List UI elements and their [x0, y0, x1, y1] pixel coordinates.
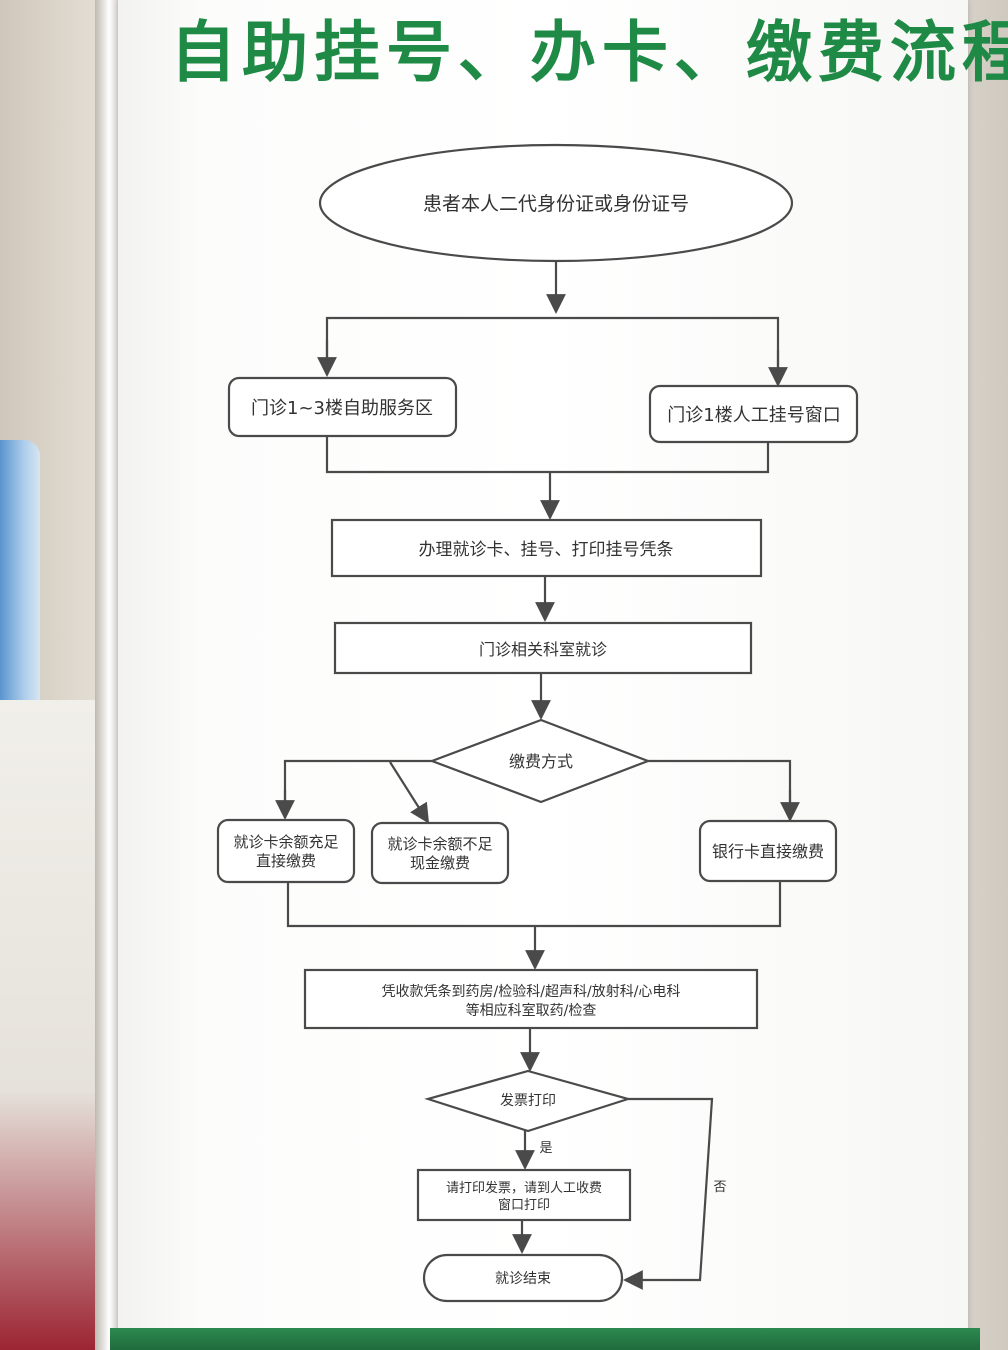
node-self-service-label: 门诊1~3楼自助服务区 [251, 398, 433, 419]
edge-invoice-no [623, 1097, 714, 1290]
page-title: 自助挂号、办卡、缴费流程 [170, 14, 1008, 91]
node-manual-print-label-1: 请打印发票，请到人工收费 [446, 1180, 602, 1196]
node-invoice-shape [424, 1069, 632, 1133]
node-visit-shape [333, 621, 753, 675]
node-register-label: 办理就诊卡、挂号、打印挂号凭条 [419, 540, 674, 560]
node-manual-window-label: 门诊1楼人工挂号窗口 [667, 405, 840, 426]
edge-payment-left [283, 759, 432, 815]
node-card-enough-label-1: 就诊卡余额充足 [233, 833, 338, 851]
edge-to-card-insufficient [389, 761, 430, 824]
edge-label-no: 否 [713, 1180, 726, 1195]
edge-label-yes: 是 [539, 1141, 552, 1156]
banner-base [110, 1328, 980, 1350]
node-payment-shape [428, 718, 652, 804]
node-manual-window-shape [648, 384, 859, 444]
node-card-insufficient-label-2: 现金缴费 [410, 854, 470, 872]
node-card-insufficient-label-1: 就诊卡余额不足 [387, 835, 492, 853]
node-go-department-label-2: 等相应科室取药/检查 [466, 1002, 597, 1019]
node-register-shape [330, 518, 763, 578]
node-go-department-shape [303, 968, 759, 1030]
node-start-shape [318, 143, 794, 263]
node-card-enough-shape [216, 818, 356, 884]
node-invoice-label: 发票打印 [500, 1092, 556, 1109]
edge-merge [325, 437, 770, 474]
node-bank-card-label: 银行卡直接缴费 [712, 842, 824, 861]
node-labels: 患者本人二代身份证或身份证号 门诊1~3楼自助服务区 门诊1楼人工挂号窗口 办理… [233, 193, 840, 1287]
node-manual-print-shape [416, 1168, 632, 1222]
node-payment-label: 缴费方式 [509, 752, 573, 771]
connectors [275, 262, 800, 1290]
node-visit-label: 门诊相关科室就诊 [479, 640, 607, 659]
edge-merge-payment [286, 880, 782, 928]
node-self-service-shape [227, 376, 458, 438]
node-go-department-label-1: 凭收款凭条到药房/检验科/超声科/放射科/心电科 [382, 983, 681, 1000]
water-bottle [0, 440, 40, 740]
edge-payment-right [648, 759, 792, 818]
edge-split [325, 316, 780, 383]
node-end-label: 就诊结束 [495, 1271, 551, 1287]
node-start-label: 患者本人二代身份证或身份证号 [423, 193, 689, 215]
node-card-insufficient-shape [370, 821, 510, 885]
node-card-enough-label-2: 直接缴费 [256, 852, 316, 870]
node-bank-card-shape [698, 819, 838, 883]
nodes [216, 143, 859, 1303]
node-end-shape [422, 1253, 624, 1303]
node-manual-print-label-2: 窗口打印 [498, 1197, 550, 1213]
